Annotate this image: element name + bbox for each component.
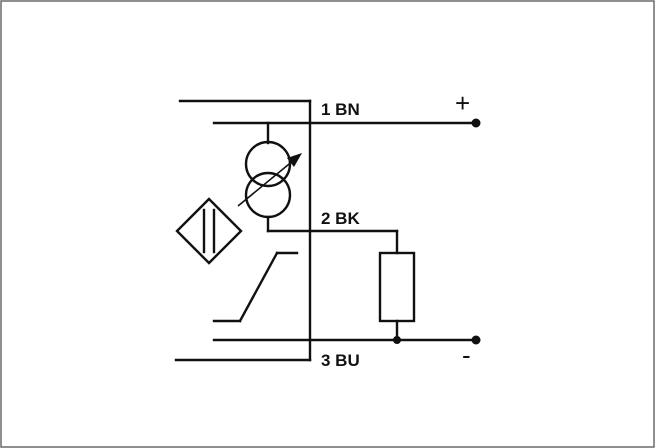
terminal-label-2: 2 BK [321,209,360,228]
terminal-dot-minus [471,335,481,345]
terminal-label-1: 1 BN [321,100,360,119]
terminal-label-3: 3 BU [321,351,360,370]
switch-contact-icon [212,251,299,323]
current-source-icon [237,121,399,233]
polarity-plus-symbol: + [455,88,470,118]
resistor-icon [378,229,416,342]
inductive-target-icon [175,197,243,265]
polarity-minus-symbol: - [462,340,471,370]
terminal-dot-plus [471,118,481,128]
